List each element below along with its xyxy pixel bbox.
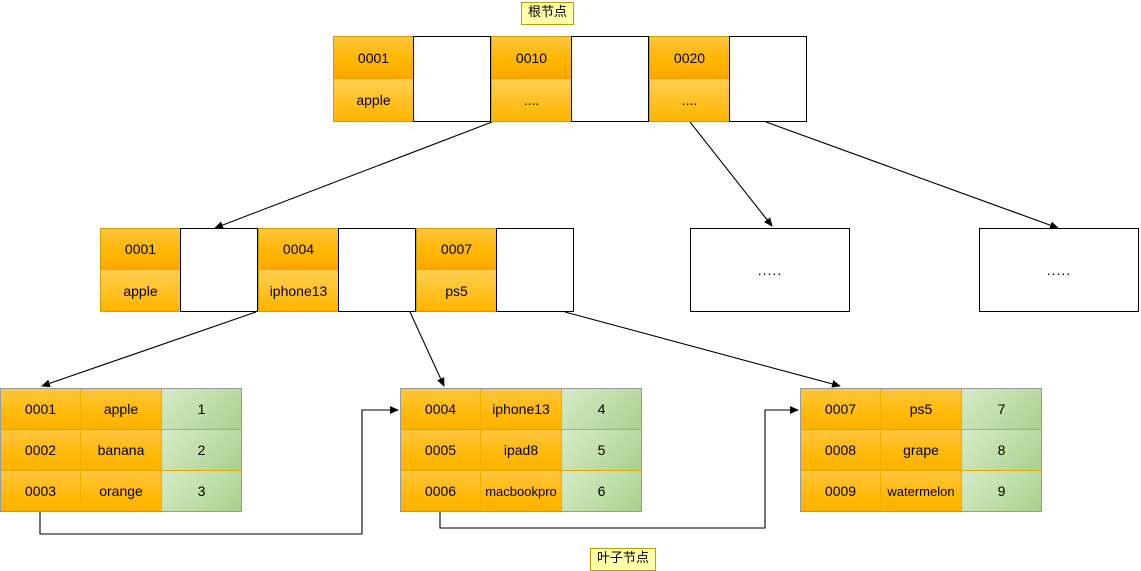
leaf-1-row-0-name: iphone13 [481,389,561,429]
internal-key-0: 0001 [101,229,180,270]
table-row[interactable]: 0007 ps5 7 [801,389,1041,429]
internal-key-2: 0007 [417,229,496,270]
leaf-0-row-0-id: 0001 [1,389,81,429]
table-row[interactable]: 0003 orange 3 [1,470,241,511]
leaf-0-row-1-id: 0002 [1,430,81,470]
leaf-1-row-1-name: ipad8 [481,430,561,470]
internal-value-0: apple [101,270,180,311]
leaf-node-label: 叶子节点 [590,548,657,571]
root-key-0: 0001 [334,37,413,79]
leaf-0-row-2-value: 3 [161,471,241,511]
leaf-node-0: 0001 apple 1 0002 banana 2 0003 orange 3 [0,388,242,512]
root-key-cell-1[interactable]: 0010 .... [491,36,571,122]
placeholder-node-1[interactable]: ..... [979,228,1139,312]
root-entry-2: 0020 .... [649,36,807,122]
table-row[interactable]: 0005 ipad8 5 [401,429,641,470]
leaf-0-row-2-name: orange [81,471,161,511]
leaf-2-row-0-name: ps5 [881,389,961,429]
internal-key-1: 0004 [259,229,338,270]
root-entry-1: 0010 .... [491,36,649,122]
table-row[interactable]: 0002 banana 2 [1,429,241,470]
leaf-2-row-1-value: 8 [961,430,1041,470]
internal-value-2: ps5 [417,270,496,311]
root-value-0: apple [334,79,413,121]
root-pointer-2[interactable] [729,36,807,122]
leaf-1-row-0-value: 4 [561,389,641,429]
leaf-0-row-0-value: 1 [161,389,241,429]
internal-pointer-1[interactable] [338,228,416,312]
root-key-cell-0[interactable]: 0001 apple [333,36,413,122]
leaf-node-2: 0007 ps5 7 0008 grape 8 0009 watermelon … [800,388,1042,512]
leaf-0-row-1-value: 2 [161,430,241,470]
leaf-2-row-1-id: 0008 [801,430,881,470]
table-row[interactable]: 0001 apple 1 [1,389,241,429]
table-row[interactable]: 0009 watermelon 9 [801,470,1041,511]
root-entry-0: 0001 apple [333,36,491,122]
internal-key-cell-0[interactable]: 0001 apple [100,228,180,312]
root-pointer-0[interactable] [413,36,491,122]
internal-entry-0: 0001 apple [100,228,258,312]
root-key-2: 0020 [650,37,729,79]
root-pointer-1[interactable] [571,36,649,122]
leaf-1-row-0-id: 0004 [401,389,481,429]
leaf-node-1: 0004 iphone13 4 0005 ipad8 5 0006 macboo… [400,388,642,512]
internal-entry-2: 0007 ps5 [416,228,574,312]
table-row[interactable]: 0004 iphone13 4 [401,389,641,429]
leaf-2-row-0-id: 0007 [801,389,881,429]
leaf-2-row-0-value: 7 [961,389,1041,429]
internal-pointer-0[interactable] [180,228,258,312]
internal-key-cell-1[interactable]: 0004 iphone13 [258,228,338,312]
internal-key-cell-2[interactable]: 0007 ps5 [416,228,496,312]
leaf-0-row-2-id: 0003 [1,471,81,511]
root-key-cell-2[interactable]: 0020 .... [649,36,729,122]
table-row[interactable]: 0008 grape 8 [801,429,1041,470]
root-node: 0001 apple 0010 .... 0020 .... [333,36,807,122]
leaf-1-row-2-name: macbookpro [481,471,561,511]
leaf-1-row-2-value: 6 [561,471,641,511]
internal-pointer-2[interactable] [496,228,574,312]
leaf-1-row-1-id: 0005 [401,430,481,470]
root-key-1: 0010 [492,37,571,79]
table-row[interactable]: 0006 macbookpro 6 [401,470,641,511]
internal-value-1: iphone13 [259,270,338,311]
leaf-2-row-2-id: 0009 [801,471,881,511]
leaf-2-row-2-name: watermelon [881,471,961,511]
root-node-label: 根节点 [521,2,575,25]
leaf-1-row-1-value: 5 [561,430,641,470]
root-value-1: .... [492,79,571,121]
internal-entry-1: 0004 iphone13 [258,228,416,312]
leaf-1-row-2-id: 0006 [401,471,481,511]
leaf-2-row-2-value: 9 [961,471,1041,511]
leaf-0-row-1-name: banana [81,430,161,470]
leaf-0-row-0-name: apple [81,389,161,429]
leaf-2-row-1-name: grape [881,430,961,470]
placeholder-node-0[interactable]: ..... [690,228,850,312]
root-value-2: .... [650,79,729,121]
internal-node: 0001 apple 0004 iphone13 0007 ps5 [100,228,574,312]
